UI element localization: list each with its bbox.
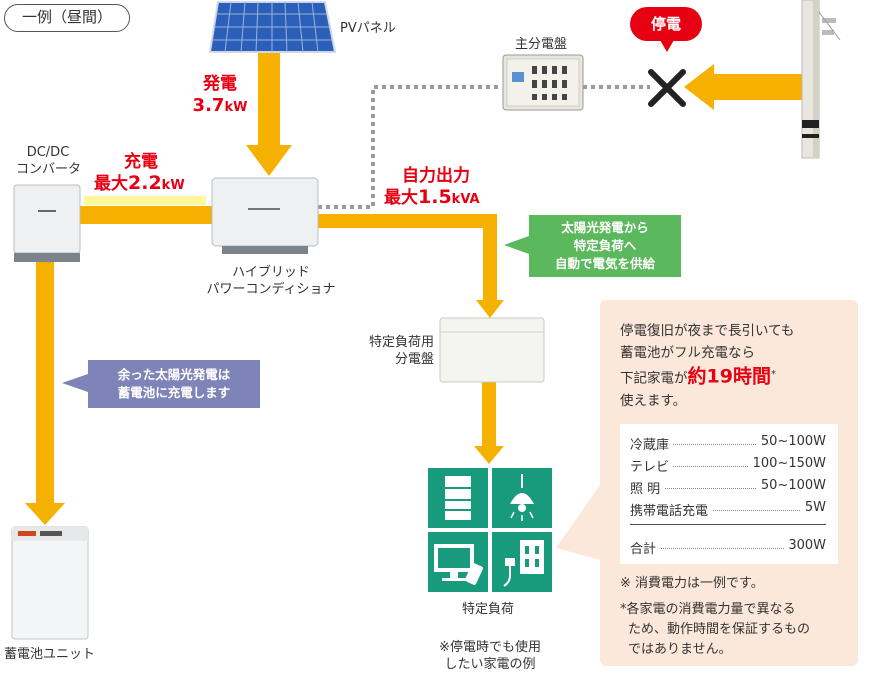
dcdc-label-line1: DC/DC xyxy=(26,145,70,160)
appliance-grid xyxy=(428,468,552,592)
generation-value: 3.7kW xyxy=(192,95,248,116)
grid-flow-arrow xyxy=(700,74,805,100)
runtime-disclaimer-line2: ため、動作時間を保証するもの xyxy=(628,622,811,637)
battery-label: 蓄電池ユニット xyxy=(4,647,96,662)
self-output-label: 自力出力 最大1.5kVA xyxy=(384,166,480,210)
backup-info-line4: 使えます。 xyxy=(620,392,687,409)
runtime-disclaimer: *各家電の消費電力量で異なる ため、動作時間を保証するもの ではありません。 xyxy=(620,600,810,660)
main-breaker-label: 主分電盤 xyxy=(515,37,568,52)
dcdc-converter-icon xyxy=(13,184,81,262)
refrigerator-icon xyxy=(445,476,471,520)
pcs-label-line1: ハイブリッド xyxy=(232,265,310,280)
pcs-label: ハイブリッド パワーコンディショナ xyxy=(196,264,346,298)
refrigerator-tile xyxy=(428,468,488,528)
charge-flow-band xyxy=(80,206,213,224)
backup-info-line3: 下記家電が約19時間* xyxy=(620,365,776,388)
battery-flow-arrow xyxy=(36,262,54,505)
backup-hours-highlight: 約19時間 xyxy=(687,365,771,388)
grid-connection-line xyxy=(318,85,500,209)
example-badge: 一例（昼間） xyxy=(4,4,130,32)
solar-supply-line3: 自動で電気を供給 xyxy=(554,256,655,271)
pv-panel-label: PVパネル xyxy=(340,21,396,36)
runtime-disclaimer-line1: *各家電の消費電力量で異なる xyxy=(620,602,796,617)
charge-value: 最大2.2kW xyxy=(94,172,185,195)
load-panel-label: 特定負荷用 分電盤 xyxy=(358,334,434,368)
load-panel-line2: 分電盤 xyxy=(394,352,434,367)
output-flow-arrow xyxy=(318,214,504,318)
lighting-tile xyxy=(492,468,552,528)
self-output-value: 最大1.5kVA xyxy=(384,186,480,209)
generation-title: 発電 xyxy=(203,74,237,94)
battery-unit-icon xyxy=(11,526,89,640)
charge-title: 充電 xyxy=(124,152,158,172)
pcs-label-line2: パワーコンディショナ xyxy=(206,282,336,297)
backup-info-panel: 停電復旧が夜まで長引いても 蓄電池がフル充電なら 下記家電が約19時間* 使えま… xyxy=(600,300,858,666)
table-divider xyxy=(630,524,826,525)
phone-charger-tile xyxy=(492,532,552,592)
utility-pole-icon xyxy=(801,0,841,159)
dcdc-label: DC/DC コンバータ xyxy=(16,144,81,178)
pv-panel-icon xyxy=(208,1,337,53)
info-panel-pointer xyxy=(556,485,600,560)
loads-flow-arrow xyxy=(482,382,496,448)
main-breaker-icon xyxy=(502,54,584,111)
surplus-charge-line1: 余った太陽光発電は xyxy=(117,367,231,382)
charge-label: 充電 最大2.2kW xyxy=(94,152,204,196)
loads-note: ※停電時でも使用 したい家電の例 xyxy=(420,639,560,673)
runtime-disclaimer-line3: ではありません。 xyxy=(628,642,732,657)
generation-label: 発電 3.7kW xyxy=(192,74,248,118)
outage-x-mark xyxy=(648,69,686,107)
solar-supply-line1: 太陽光発電から xyxy=(561,220,649,235)
solar-supply-line2: 特定負荷へ xyxy=(573,238,637,253)
backup-info-line2: 蓄電池がフル充電なら xyxy=(620,345,755,361)
load-panel-icon xyxy=(439,317,545,383)
dcdc-label-line2: コンバータ xyxy=(16,162,82,177)
phone-charger-icon xyxy=(503,540,544,587)
pv-flow-arrow xyxy=(258,52,280,147)
backup-info-text: 停電復旧が夜まで長引いても 蓄電池がフル充電なら 下記家電が約19時間* 使えま… xyxy=(620,320,794,412)
surplus-charge-line2: 蓄電池に充電します xyxy=(117,385,231,400)
consumption-note: ※ 消費電力は一例です。 xyxy=(620,576,764,591)
backup-info-line1: 停電復旧が夜まで長引いても xyxy=(620,323,795,339)
television-icon xyxy=(434,544,484,585)
outage-badge-text: 停電 xyxy=(650,15,681,33)
surplus-charge-callout: 余った太陽光発電は 蓄電池に充電します xyxy=(88,360,260,408)
outage-badge: 停電 xyxy=(630,7,702,41)
self-output-title: 自力出力 xyxy=(402,166,470,186)
loads-note-line2: したい家電の例 xyxy=(444,657,536,672)
solar-supply-callout: 太陽光発電から 特定負荷へ 自動で電気を供給 xyxy=(529,215,681,277)
lamp-icon xyxy=(510,474,534,521)
example-badge-text: 一例（昼間） xyxy=(21,8,112,26)
load-panel-line1: 特定負荷用 xyxy=(368,335,434,350)
loads-note-line1: ※停電時でも使用 xyxy=(439,640,541,655)
hybrid-pcs-icon xyxy=(211,177,319,254)
television-tile xyxy=(428,532,488,592)
specific-loads-label: 特定負荷 xyxy=(462,602,515,617)
